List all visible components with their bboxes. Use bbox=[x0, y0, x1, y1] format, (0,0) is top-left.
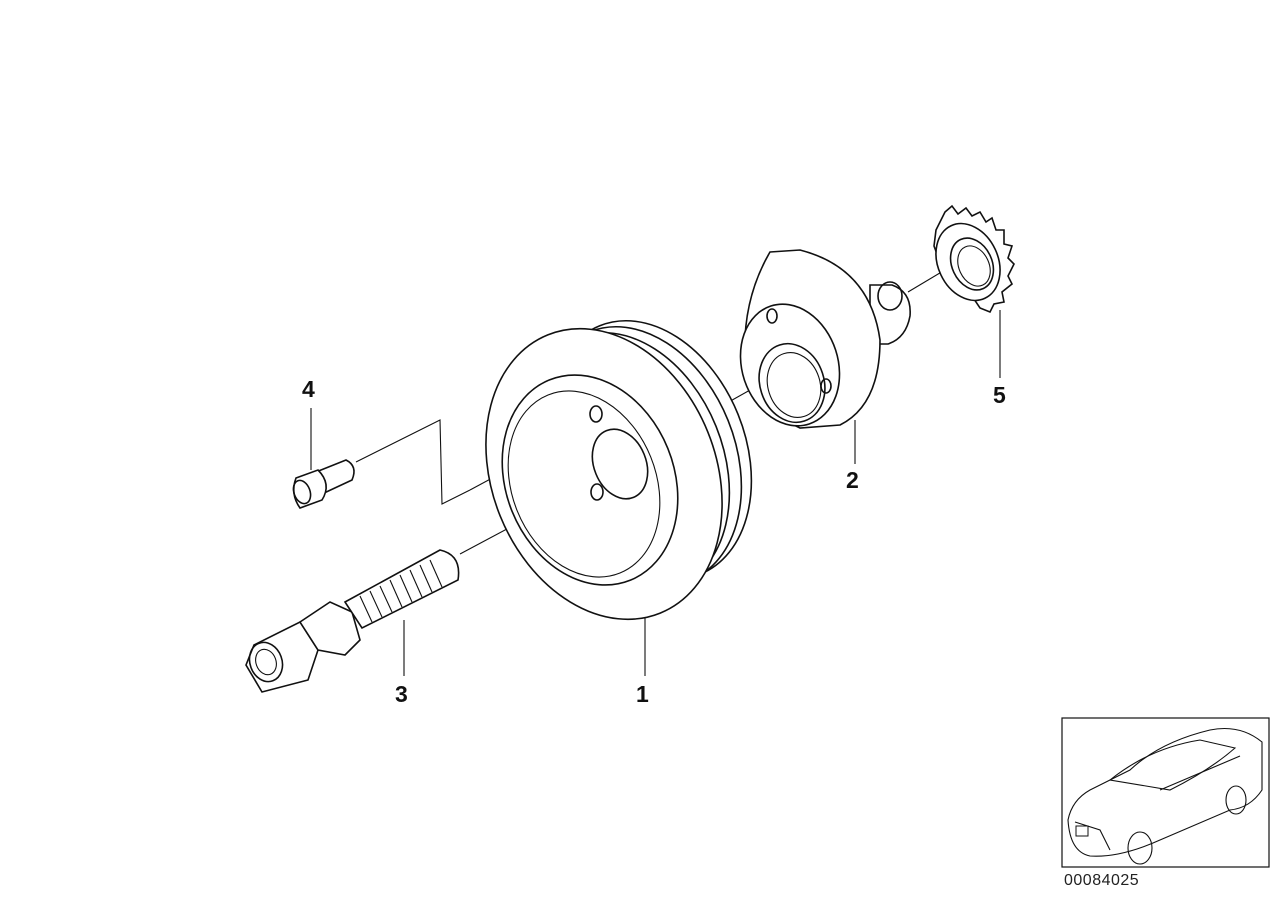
callout-leaders bbox=[310, 310, 1001, 676]
socket-head-screw bbox=[292, 459, 355, 509]
pulley-vibration-damper bbox=[485, 319, 753, 621]
central-bolt bbox=[245, 549, 460, 693]
bolt-thread bbox=[359, 559, 443, 623]
car-outline-icon bbox=[1067, 727, 1263, 865]
callout-part-5: 5 bbox=[993, 382, 1006, 408]
hub-flange bbox=[739, 249, 911, 429]
callout-part-2: 2 bbox=[846, 467, 859, 493]
callout-part-3: 3 bbox=[395, 681, 408, 707]
callout-part-1: 1 bbox=[636, 681, 649, 707]
vehicle-locator-thumbnail bbox=[1061, 717, 1270, 868]
callout-part-4: 4 bbox=[302, 376, 315, 402]
crankshaft-sprocket bbox=[933, 204, 1015, 314]
document-number: 00084025 bbox=[1064, 872, 1140, 889]
